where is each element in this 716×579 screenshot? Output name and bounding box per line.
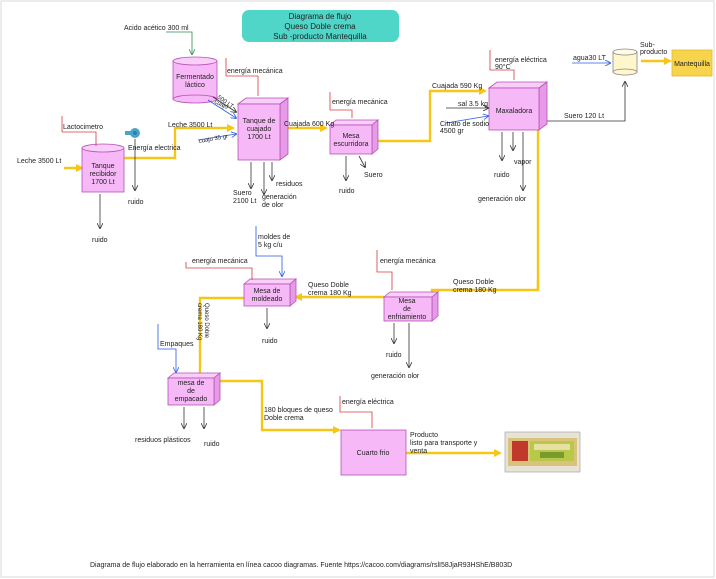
line-moldes: [255, 226, 282, 276]
label-subproducto: Sub-producto: [640, 42, 667, 56]
title-line3: Sub -producto Mantequilla: [273, 32, 367, 41]
line-empaques: [157, 324, 176, 372]
line-energia-mecanica1: [225, 58, 259, 96]
label-cuajo35: cuajo 35 gr: [198, 134, 228, 145]
label-residuos: residuos: [276, 181, 303, 188]
label-ruido2: ruido: [339, 188, 355, 195]
node-mesa-enfriamiento: [383, 296, 433, 322]
label-cuajada600: Cuajada 600 Kg: [284, 121, 334, 128]
label-generacion-olor2: generación olor: [478, 196, 527, 203]
node-cuarto-frio-label: Cuarto frio: [357, 450, 390, 457]
node-mantequilla-label: Mantequilla: [674, 61, 710, 68]
label-empaques: Empaques: [160, 341, 194, 348]
line-energia-mecanica4: [376, 250, 393, 290]
node-cuarto-frio: [340, 429, 407, 476]
title-box: [242, 10, 399, 42]
title-line1: Diagrama de flujo: [289, 12, 352, 21]
label-energia-mecanica3: energía mecánica: [192, 258, 248, 265]
label-ruido1: ruido: [128, 199, 144, 206]
flow-bloques-to-frio: [220, 379, 341, 434]
label-acido: Acido acético 300 ml: [124, 25, 189, 32]
label-energia-mecanica2: energía mecánica: [332, 99, 388, 106]
label-energia-electrica3: energía eléctrica: [342, 399, 394, 406]
node-maxaladora: [488, 87, 540, 131]
flow-leche-to-cuajado: [122, 124, 235, 160]
node-mesa-moldeado: [243, 283, 291, 307]
title-line2: Queso Doble crema: [284, 22, 356, 31]
label-energia-mecanica1: energía mecánica: [227, 68, 283, 75]
label-sal: sal 3.5 kg: [458, 101, 488, 108]
line-energia-mecanica2: [329, 92, 353, 118]
line-lactocimetro: [62, 131, 97, 146]
label-cuajada590: Cuajada 590 Kg: [432, 83, 482, 90]
label-ruido3: ruido: [494, 172, 510, 179]
flow-cuajada590: [378, 87, 487, 143]
label-ruido5: ruido: [386, 352, 402, 359]
pump-icon: [125, 128, 140, 138]
label-ruido-tank: ruido: [92, 237, 108, 244]
label-suero120: Suero 120 Lt: [564, 113, 604, 120]
flow-suero120: [538, 82, 625, 122]
line-acido: [166, 31, 192, 54]
label-ruido4: ruido: [262, 338, 278, 345]
node-mesa-escurridora: [329, 124, 373, 155]
label-leche1: Leche 3500 Lt: [17, 158, 61, 165]
label-queso180c: Queso Doblecrema 180 Kg: [196, 303, 209, 340]
label-energia-electrica1: Energía electrica: [128, 145, 181, 152]
node-mantequilla: [671, 49, 713, 77]
label-cuajo: cuajo: [213, 99, 229, 111]
node-fermentado: [172, 60, 218, 100]
label-agua: agua30 LT: [573, 55, 607, 62]
line-energia-electrica2: [489, 50, 515, 80]
line-energia-mecanica3: [185, 262, 253, 280]
node-maxaladora-label: Maxaladora: [496, 108, 533, 115]
label-ruido6: ruido: [204, 441, 220, 448]
node-mesa-empacado: [167, 377, 215, 406]
label-suero: Suero: [364, 172, 383, 179]
line-energia-electrica3: [339, 396, 373, 428]
label-generacion-olor3: generación olor: [371, 373, 420, 380]
label-energia-mecanica4: energía mecánica: [380, 258, 436, 265]
label-lactocimetro: Lactocimetro: [63, 124, 103, 131]
flow-to-enfriamiento: [430, 130, 540, 296]
label-leche2: Leche 3500 Lt: [168, 122, 212, 129]
label-residuos-plasticos: residuos plásticos: [135, 437, 191, 444]
node-tanque-cuajado: [237, 103, 281, 161]
node-tanque-recibidor: [81, 147, 125, 193]
footer-source: Diagrama de flujo elaborado en la herram…: [90, 562, 512, 569]
product-photo: [504, 431, 581, 473]
